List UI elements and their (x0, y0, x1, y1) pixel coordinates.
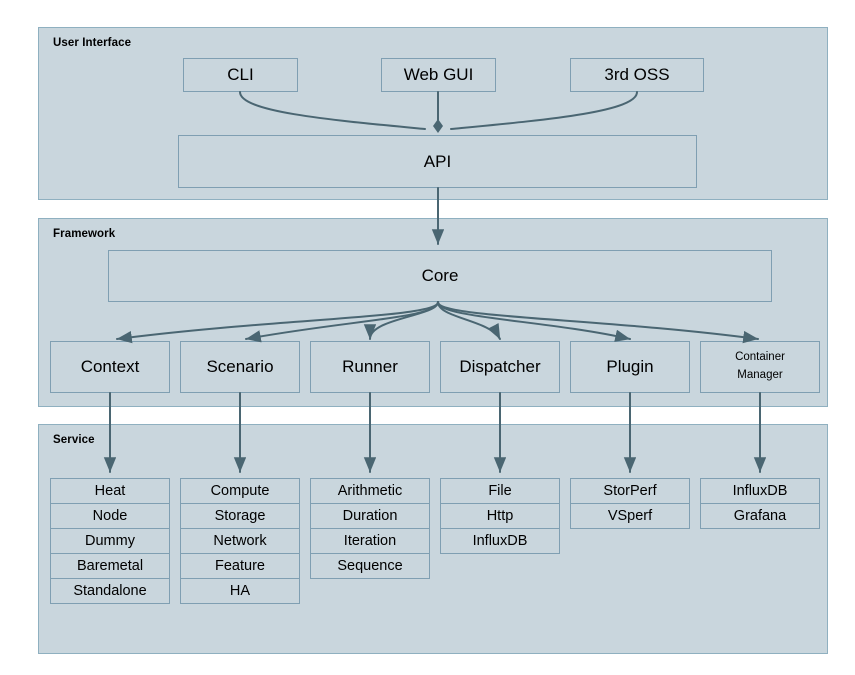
list-item[interactable]: Sequence (310, 553, 430, 579)
node-container-manager-line1: Container (735, 351, 785, 364)
stack-container-manager-services: InfluxDB Grafana (700, 478, 820, 529)
panel-framework-title: Framework (53, 228, 116, 240)
list-item[interactable]: HA (180, 578, 300, 604)
list-item[interactable]: Dummy (50, 528, 170, 554)
node-container-manager-line2: Manager (737, 369, 783, 381)
list-item[interactable]: StorPerf (570, 478, 690, 504)
list-item[interactable]: Arithmetic (310, 478, 430, 504)
list-item[interactable]: File (440, 478, 560, 504)
node-container-manager[interactable]: Container Manager (700, 341, 820, 393)
stack-dispatcher-services: File Http InfluxDB (440, 478, 560, 554)
node-cli[interactable]: CLI (183, 58, 298, 92)
stack-scenario-services: Compute Storage Network Feature HA (180, 478, 300, 604)
list-item[interactable]: Compute (180, 478, 300, 504)
list-item[interactable]: InfluxDB (440, 528, 560, 554)
list-item[interactable]: Node (50, 503, 170, 529)
list-item[interactable]: Http (440, 503, 560, 529)
node-context[interactable]: Context (50, 341, 170, 393)
list-item[interactable]: Baremetal (50, 553, 170, 579)
list-item[interactable]: Feature (180, 553, 300, 579)
node-scenario[interactable]: Scenario (180, 341, 300, 393)
list-item[interactable]: Heat (50, 478, 170, 504)
list-item[interactable]: Grafana (700, 503, 820, 529)
list-item[interactable]: Iteration (310, 528, 430, 554)
node-api[interactable]: API (178, 135, 697, 188)
list-item[interactable]: Duration (310, 503, 430, 529)
node-plugin[interactable]: Plugin (570, 341, 690, 393)
list-item[interactable]: Standalone (50, 578, 170, 604)
panel-service-title: Service (53, 434, 95, 446)
list-item[interactable]: Network (180, 528, 300, 554)
node-web-gui[interactable]: Web GUI (381, 58, 496, 92)
stack-runner-services: Arithmetic Duration Iteration Sequence (310, 478, 430, 579)
node-core[interactable]: Core (108, 250, 772, 302)
node-dispatcher[interactable]: Dispatcher (440, 341, 560, 393)
stack-plugin-services: StorPerf VSperf (570, 478, 690, 529)
node-runner[interactable]: Runner (310, 341, 430, 393)
panel-user-interface-title: User Interface (53, 37, 132, 49)
list-item[interactable]: VSperf (570, 503, 690, 529)
node-third-oss[interactable]: 3rd OSS (570, 58, 704, 92)
list-item[interactable]: Storage (180, 503, 300, 529)
list-item[interactable]: InfluxDB (700, 478, 820, 504)
stack-context-services: Heat Node Dummy Baremetal Standalone (50, 478, 170, 604)
